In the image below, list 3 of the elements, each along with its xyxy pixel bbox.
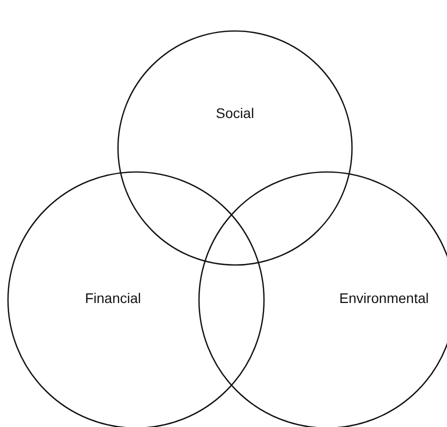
circle-label: Financial <box>84 290 142 306</box>
circle-label: Environmental <box>339 290 429 306</box>
circle-label: Social <box>216 105 254 121</box>
